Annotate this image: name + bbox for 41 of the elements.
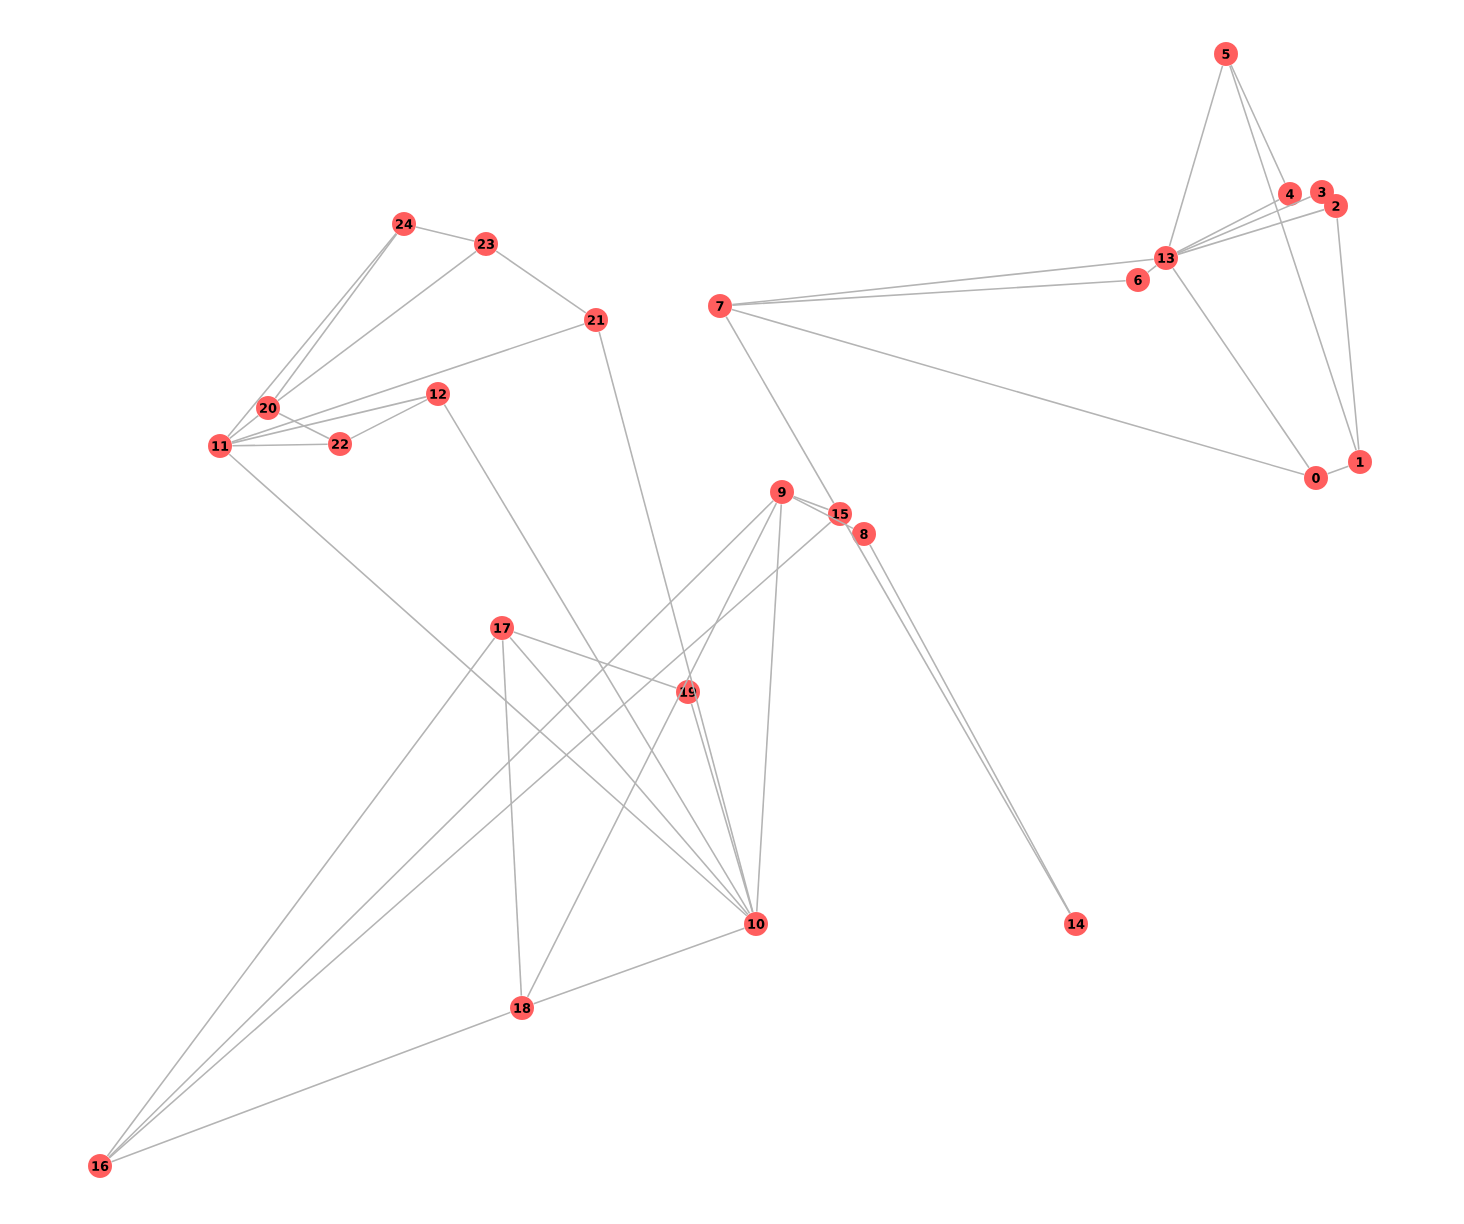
edge-line (110, 1011, 512, 1163)
edge-line (731, 308, 1305, 476)
edge-line (231, 443, 329, 447)
edge-line (1176, 198, 1280, 254)
edge-line (725, 315, 835, 505)
edge-line (415, 226, 475, 242)
edge-line (1229, 64, 1357, 451)
edge-line (792, 495, 830, 511)
edge-line (106, 637, 496, 1157)
edge-line (1176, 196, 1312, 254)
edge-line (278, 412, 330, 440)
edge-line (731, 258, 1155, 306)
edge-line (274, 233, 398, 399)
edge-line (690, 703, 754, 913)
edge-line (277, 250, 477, 402)
edge-line (532, 927, 746, 1005)
edge-line (228, 453, 748, 917)
edge-line (443, 403, 751, 915)
edge-line (1177, 208, 1325, 256)
edge-line (1326, 465, 1350, 475)
edge-line (598, 331, 754, 913)
edge-line (1146, 264, 1158, 274)
edge-line (1168, 65, 1224, 247)
edge-line (1230, 64, 1286, 184)
edge-line (526, 502, 778, 998)
edge-line (228, 414, 260, 440)
edge-line (231, 396, 427, 444)
edge-line (227, 232, 397, 438)
edge-line (1336, 217, 1360, 451)
edge-line (755, 503, 783, 913)
edge-line (512, 631, 678, 689)
edge-line (495, 250, 587, 314)
edge-line (792, 496, 854, 530)
edge-line (1172, 267, 1310, 469)
edge-line (845, 523, 1071, 915)
edge-line (731, 279, 1127, 307)
edge-line (230, 323, 586, 443)
edge-line (509, 636, 749, 916)
edge-line (869, 544, 1071, 914)
edge-line (350, 398, 428, 440)
edge-line (501, 639, 523, 997)
